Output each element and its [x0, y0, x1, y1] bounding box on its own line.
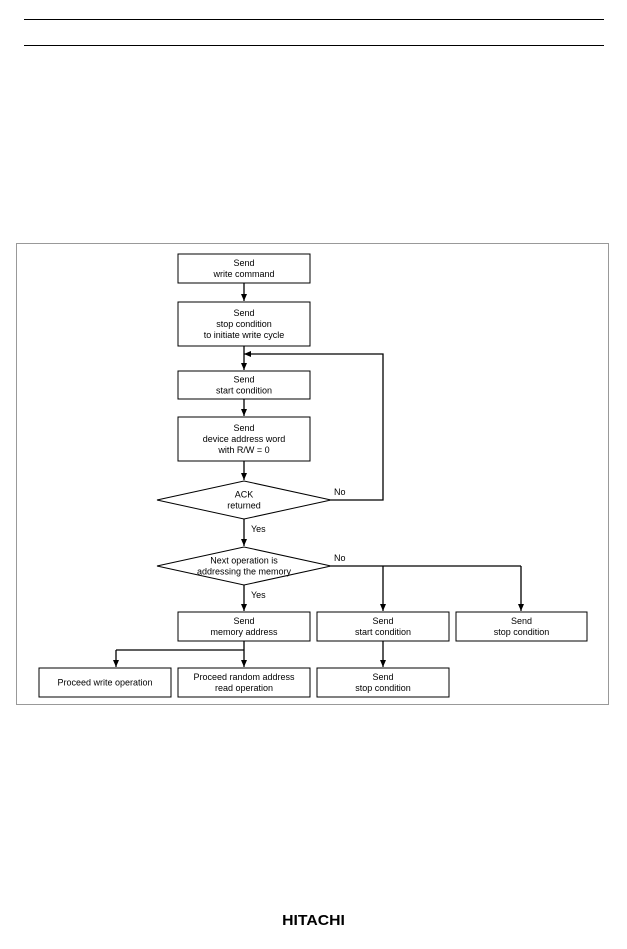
- box-send-start-2-line-1: Send: [372, 616, 393, 626]
- box-send-stop-right-line-1: Send: [511, 616, 532, 626]
- figure-frame: [16, 243, 609, 705]
- box-send-device-address-line-3: with R/W = 0: [217, 445, 269, 455]
- box-send-start-1-line-2: start condition: [216, 386, 272, 396]
- box-send-write-command-line-1: Send: [233, 258, 254, 268]
- box-send-memory-address-line-2: memory address: [210, 627, 278, 637]
- label-next-no: No: [334, 553, 346, 563]
- box-send-device-address-line-2: device address word: [203, 434, 286, 444]
- label-next-yes: Yes: [251, 590, 266, 600]
- box-send-stop-bottom-line-2: stop condition: [355, 683, 411, 693]
- decision-next-operation-line-1: Next operation is: [210, 556, 278, 566]
- hitachi-logo: HITACHI: [282, 912, 345, 929]
- box-proceed-random-read-line-1: Proceed random address: [193, 672, 295, 682]
- label-ack-yes: Yes: [251, 524, 266, 534]
- box-send-stop-right-line-2: stop condition: [494, 627, 550, 637]
- box-proceed-write: Proceed write operation: [38, 667, 172, 698]
- box-proceed-write-line-1: Proceed write operation: [57, 678, 152, 688]
- box-send-start-2-line-2: start condition: [355, 627, 411, 637]
- box-send-write-command-line-2: write command: [212, 269, 274, 279]
- box-send-stop-write-cycle-line-2: stop condition: [216, 319, 272, 329]
- decision-next-operation-line-2: addressing the memory: [197, 567, 292, 577]
- header-rule-bottom: [24, 45, 604, 46]
- flow-connectors: [113, 283, 524, 667]
- decision-ack-returned-line-1: ACK: [235, 490, 254, 500]
- header-rule-top: [24, 19, 604, 20]
- arrow-ack-no-loop: [244, 351, 384, 501]
- label-ack-no: No: [334, 487, 346, 497]
- box-send-memory-address-line-1: Send: [233, 616, 254, 626]
- box-send-stop-write-cycle-line-1: Send: [233, 308, 254, 318]
- box-proceed-random-read-line-2: read operation: [215, 683, 273, 693]
- box-send-device-address-line-1: Send: [233, 423, 254, 433]
- decision-ack-returned-line-2: returned: [227, 501, 261, 511]
- box-send-stop-write-cycle-line-3: to initiate write cycle: [204, 330, 285, 340]
- box-send-start-1-line-1: Send: [233, 375, 254, 385]
- box-send-stop-bottom-line-1: Send: [372, 672, 393, 682]
